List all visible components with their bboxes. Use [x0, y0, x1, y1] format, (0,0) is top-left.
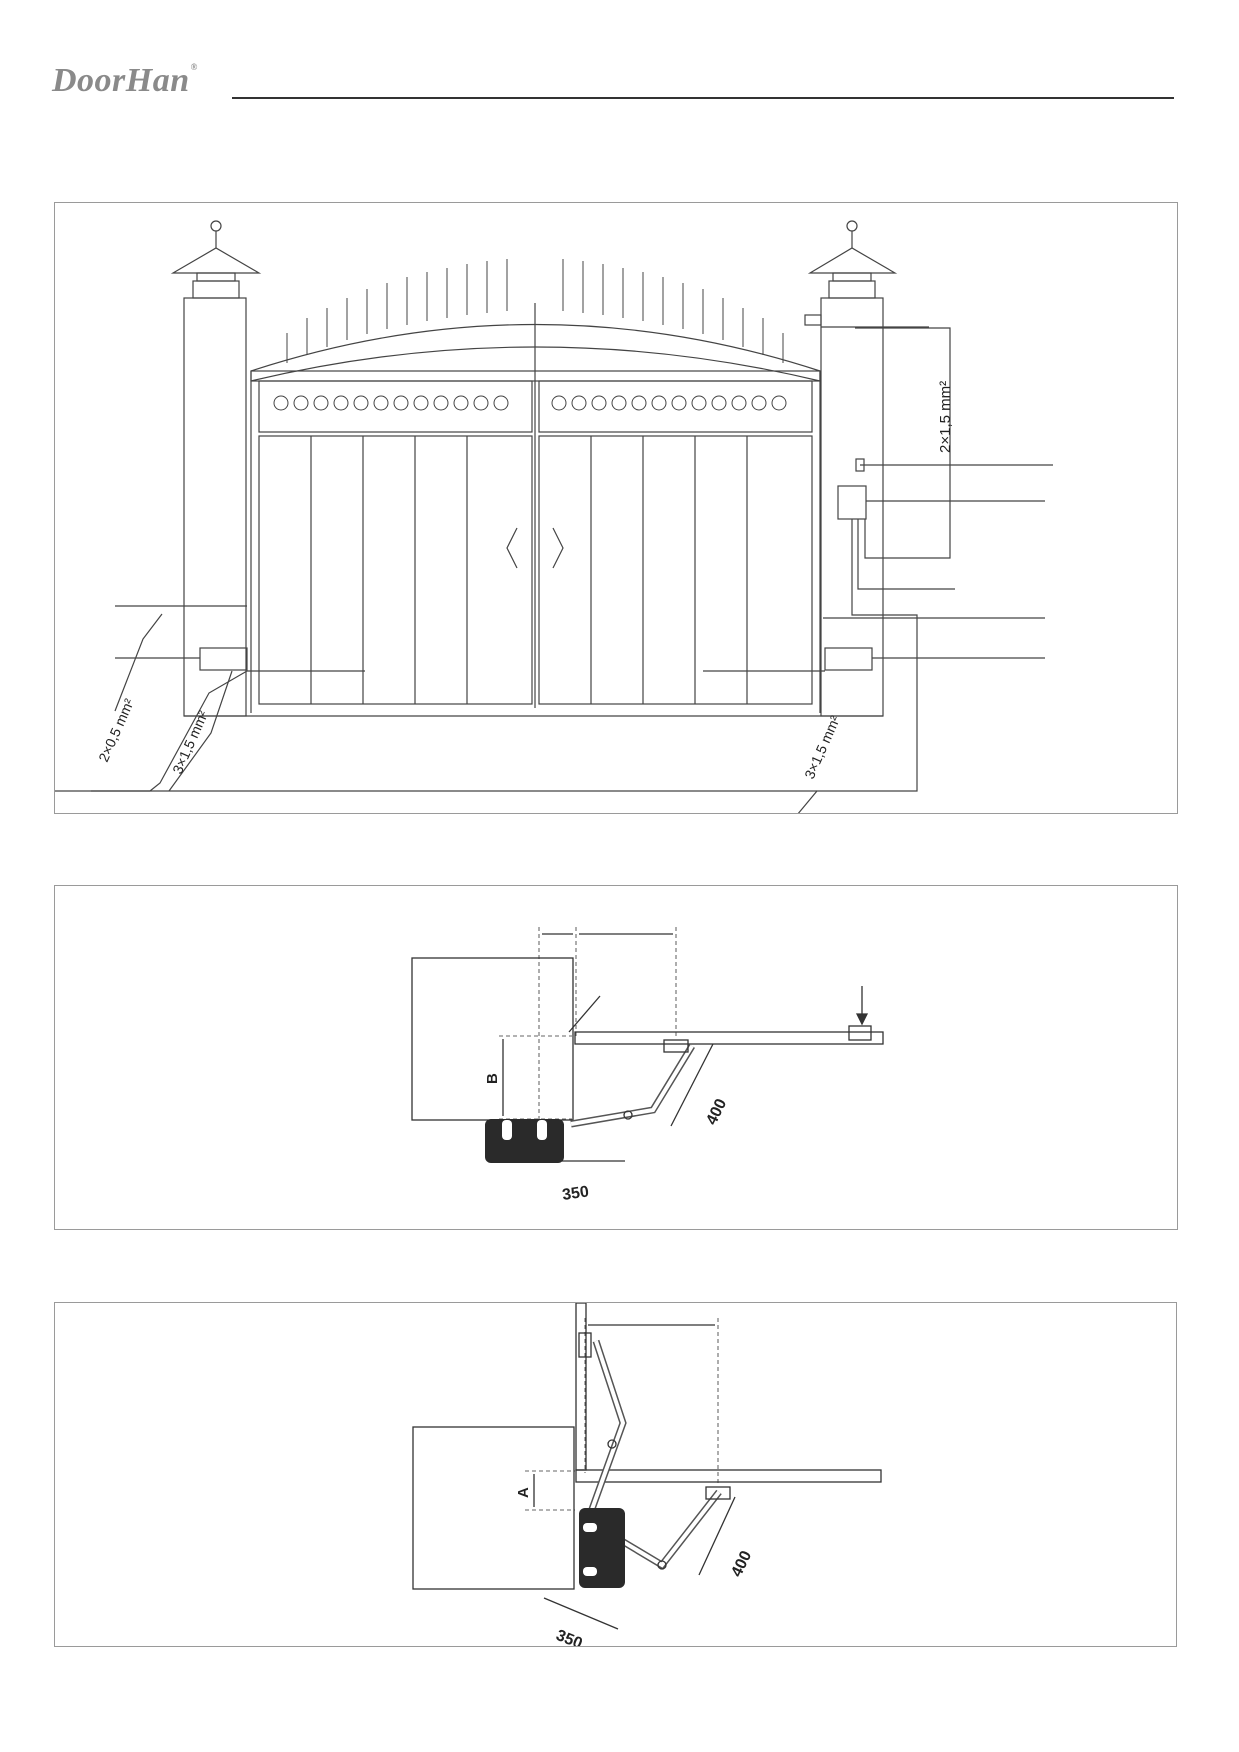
closed-mount-diagram: B 400 350 — [411, 927, 884, 1204]
brand-logo: DoorHan® — [52, 62, 198, 100]
cable-label-top-right: 2×1,5 mm² — [937, 381, 954, 453]
left-motor — [199, 647, 248, 671]
right-leaf — [538, 435, 813, 705]
open-mount-panel: A 400 350 — [54, 1302, 1177, 1647]
control-box — [837, 485, 867, 520]
motor-unit — [485, 1119, 564, 1163]
right-pillar — [820, 297, 884, 717]
header-rule — [232, 97, 1174, 99]
registered-mark: ® — [190, 62, 198, 72]
right-motor — [824, 647, 873, 671]
gate-wiring-diagram: 2×1,5 mm² 2×0,5 mm² 3×1,5 mm² 3×1,5 mm² — [55, 220, 1053, 813]
open-gate-leaf — [575, 1303, 587, 1471]
cable-label-right-motor: 3×1,5 mm² — [801, 713, 843, 781]
gate-wiring-panel: 2×1,5 mm² 2×0,5 mm² 3×1,5 mm² 3×1,5 mm² — [54, 202, 1178, 814]
left-pillar — [183, 297, 247, 717]
offset-label-a: A — [515, 1487, 532, 1498]
arm-length-label: 400 — [703, 1096, 730, 1128]
left-leaf — [258, 435, 533, 705]
gate-leaf — [575, 1469, 882, 1483]
signal-lamp — [804, 314, 822, 326]
cable-label-left-low: 2×0,5 mm² — [95, 696, 137, 764]
brand-name: DoorHan — [52, 62, 190, 99]
pillar-block — [411, 957, 574, 1121]
gate-leaf — [574, 1031, 884, 1045]
motor-unit — [579, 1508, 625, 1588]
pillar-block — [412, 1426, 575, 1590]
base-length-label: 350 — [554, 1627, 585, 1646]
open-mount-diagram: A 400 350 — [412, 1303, 882, 1646]
base-length-label: 350 — [561, 1183, 590, 1204]
offset-label-b: B — [484, 1073, 501, 1084]
closed-mount-panel: B 400 350 — [54, 885, 1178, 1230]
arm-length-label: 400 — [728, 1548, 755, 1580]
gate-stopper — [848, 1025, 872, 1041]
